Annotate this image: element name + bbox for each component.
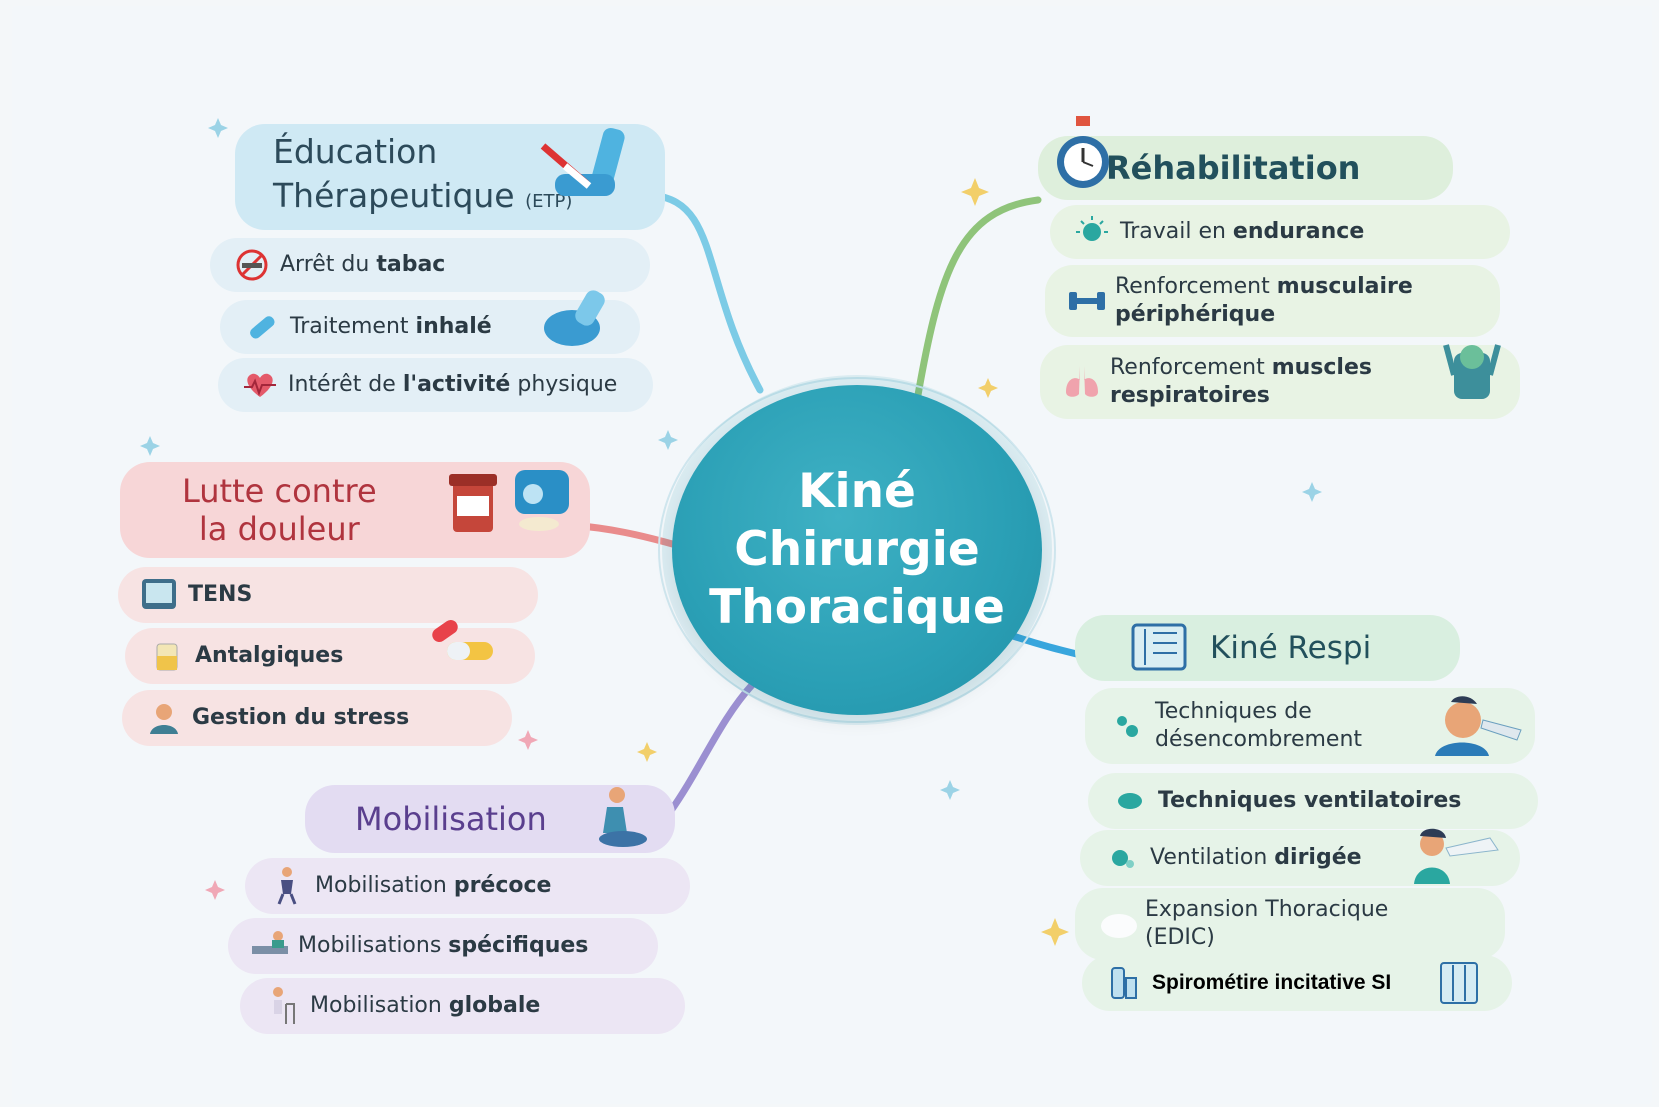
douleur-item-tens-text: TENS bbox=[188, 582, 253, 607]
branch-rehab-header: Réhabilitation bbox=[1038, 116, 1453, 200]
inhaler-small-icon bbox=[540, 282, 620, 360]
lungs-icon bbox=[1062, 364, 1102, 400]
spirometer-device-icon bbox=[1437, 959, 1487, 1017]
branch-respi-title: Kiné Respi bbox=[1210, 630, 1372, 666]
mobilisation-item-globale: Mobilisation globale bbox=[240, 978, 685, 1034]
branch-education-title: Éducation Thérapeutique (ETP) bbox=[273, 130, 572, 224]
walker-icon bbox=[262, 987, 302, 1024]
patient-blowing-icon bbox=[1425, 690, 1525, 768]
medicine-cup-icon bbox=[147, 638, 187, 674]
education-item-activite: Intérêt de l'activité physique bbox=[218, 358, 653, 412]
pills-icon bbox=[425, 616, 499, 676]
branch-education-header: Éducation Thérapeutique (ETP) bbox=[235, 124, 665, 230]
branch-douleur-title: Lutte contre la douleur bbox=[182, 472, 377, 548]
link-education bbox=[646, 191, 764, 394]
molecule-icon bbox=[1107, 708, 1147, 744]
douleur-item-stress-text: Gestion du stress bbox=[192, 705, 410, 730]
inhaler-icon bbox=[535, 124, 645, 218]
person-exercise-icon bbox=[583, 785, 653, 855]
bubble-icon bbox=[1102, 840, 1142, 876]
nurse-inhaler-icon bbox=[1410, 826, 1506, 894]
heart-pulse-icon bbox=[240, 367, 280, 403]
education-item-tabac: Arrêt du tabac bbox=[210, 238, 650, 292]
rehab-item-endurance-text: Travail en endurance bbox=[1120, 219, 1365, 244]
no-smoking-icon bbox=[232, 247, 272, 283]
monitor-icon bbox=[1131, 623, 1189, 677]
education-title-suffix: (ETP) bbox=[525, 191, 573, 212]
respi-item-ventilatoires-text: Techniques ventilatoires bbox=[1158, 788, 1462, 813]
douleur-item-antalgiques-text: Antalgiques bbox=[195, 643, 344, 668]
mobilisation-item-globale-text: Mobilisation globale bbox=[310, 993, 541, 1018]
education-item-inhale-text: Traitement inhalé bbox=[290, 314, 492, 339]
douleur-item-tens: TENS bbox=[118, 567, 538, 623]
sun-icon bbox=[1072, 214, 1112, 250]
lung-small-icon bbox=[1110, 783, 1150, 819]
walking-assist-icon bbox=[267, 867, 307, 905]
douleur-item-stress: Gestion du stress bbox=[122, 690, 512, 746]
bed-therapy-icon bbox=[250, 928, 290, 964]
cloud-icon bbox=[1097, 906, 1137, 942]
branch-mobilisation-header: Mobilisation bbox=[305, 785, 675, 853]
central-topic: Kiné Chirurgie Thoracique bbox=[672, 385, 1042, 715]
person-icon bbox=[144, 700, 184, 736]
mobilisation-item-precoce-text: Mobilisation précoce bbox=[315, 873, 552, 898]
education-title-line2: Thérapeutique bbox=[273, 176, 515, 215]
respi-item-dirigee: Ventilation dirigée bbox=[1080, 828, 1520, 886]
respi-item-edic: Expansion Thoracique(EDIC) bbox=[1075, 888, 1505, 960]
education-item-inhale: Traitement inhalé bbox=[220, 290, 640, 354]
education-title-line1: Éducation bbox=[273, 132, 438, 171]
education-item-tabac-text: Arrêt du tabac bbox=[280, 252, 446, 277]
breathing-person-icon bbox=[1440, 335, 1504, 409]
mobilisation-item-precoce: Mobilisation précoce bbox=[245, 858, 690, 914]
mobilisation-item-specifiques-text: Mobilisations spécifiques bbox=[298, 933, 589, 958]
center-halo bbox=[658, 377, 1056, 723]
link-mobilisation bbox=[666, 681, 756, 816]
respi-item-spirometrie-text: Spirométire incitative SI bbox=[1152, 971, 1392, 994]
tens-device-icon bbox=[140, 577, 180, 613]
pill-bottle-icon bbox=[435, 454, 585, 548]
link-rehab bbox=[914, 196, 1042, 399]
douleur-item-antalgiques: Antalgiques bbox=[125, 619, 535, 684]
sparkle-blue bbox=[140, 118, 1322, 800]
branch-respi-header: Kiné Respi bbox=[1075, 615, 1460, 681]
branch-douleur-header: Lutte contre la douleur bbox=[120, 462, 590, 558]
education-item-activite-text: Intérêt de l'activité physique bbox=[288, 372, 618, 397]
capsule-icon bbox=[242, 309, 282, 345]
rehab-item-endurance: Travail en endurance bbox=[1050, 205, 1510, 259]
central-topic-title: Kiné Chirurgie Thoracique bbox=[709, 464, 1005, 635]
sparkle-pink bbox=[205, 730, 538, 900]
respi-item-spirometrie: Spirométire incitative SI bbox=[1082, 955, 1512, 1011]
branch-rehab-title: Réhabilitation bbox=[1106, 149, 1361, 187]
stopwatch-icon bbox=[1050, 114, 1116, 200]
mobilisation-item-specifiques: Mobilisations spécifiques bbox=[228, 918, 658, 974]
dumbbell-icon bbox=[1067, 283, 1107, 319]
branch-mobilisation-title: Mobilisation bbox=[355, 800, 547, 838]
spirometer-icon bbox=[1104, 965, 1144, 1001]
respi-item-dirigee-text: Ventilation dirigée bbox=[1150, 845, 1362, 870]
respi-item-ventilatoires: Techniques ventilatoires bbox=[1088, 773, 1538, 829]
respi-item-edic-text: Expansion Thoracique(EDIC) bbox=[1145, 897, 1389, 950]
